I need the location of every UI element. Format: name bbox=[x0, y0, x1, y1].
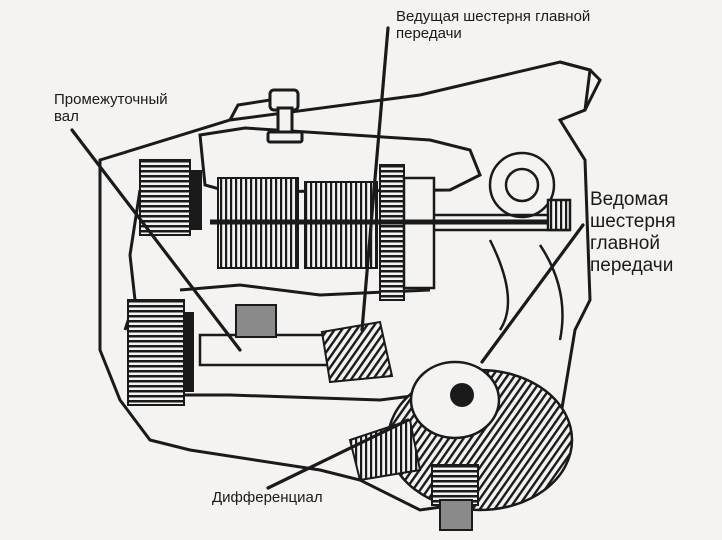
leader-countershaft bbox=[70, 128, 242, 352]
leader-driven-gear bbox=[480, 223, 585, 364]
output-flange bbox=[488, 151, 572, 341]
countershaft bbox=[198, 304, 394, 384]
leader-lines bbox=[70, 26, 585, 490]
label-driven-gear: Ведомая шестерня главной передачи bbox=[590, 189, 676, 276]
breather-cap bbox=[266, 88, 304, 144]
differential-assembly bbox=[348, 360, 574, 531]
label-drive-pinion: Ведущая шестерня главной передачи bbox=[396, 8, 591, 42]
leader-differential bbox=[266, 418, 410, 490]
label-differential: Дифференциал bbox=[212, 489, 323, 506]
main-shaft-gears bbox=[210, 164, 570, 301]
label-countershaft: Промежуточный вал bbox=[54, 91, 168, 125]
left-gear-stack bbox=[127, 159, 202, 406]
leader-drive-pinion bbox=[360, 26, 390, 332]
